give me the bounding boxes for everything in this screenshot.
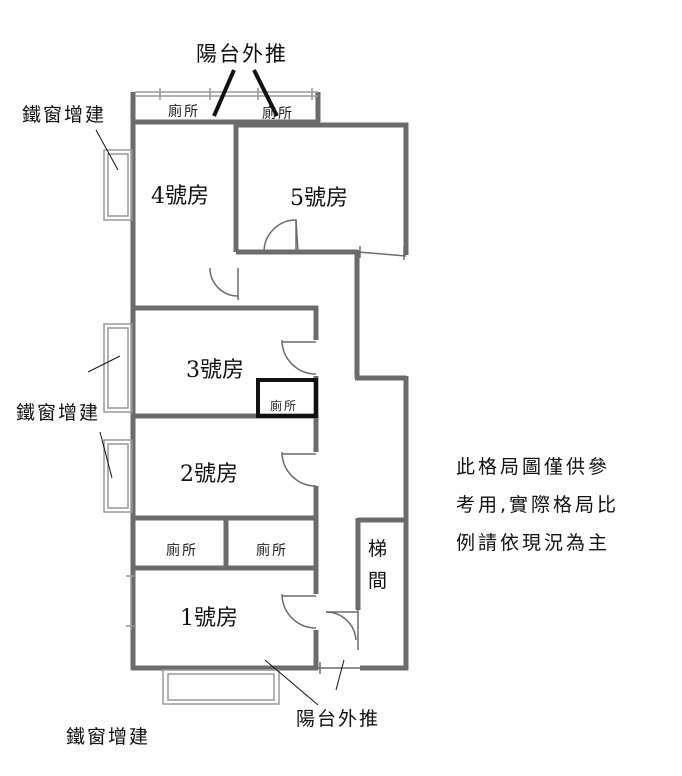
toilet-room3-label: 廁所 <box>270 399 299 413</box>
stairs-label-2: 間 <box>368 570 388 592</box>
toilet-top-left-label: 廁所 <box>168 104 200 120</box>
toilet-middle-right-label: 廁所 <box>256 543 288 559</box>
doors <box>210 220 406 674</box>
balcony-bottom-annotation: 陽台外推 <box>296 708 381 730</box>
disclaimer-note: 此格局圖僅供參 考用,實際格局比 例請依現況為主 <box>456 448 619 562</box>
room-3-label: 3號房 <box>186 358 244 383</box>
iron-window-upper-annotation: 鐵窗增建 <box>22 104 107 126</box>
toilet-middle-left-label: 廁所 <box>166 543 198 559</box>
room3-toilet-wall <box>258 380 316 416</box>
room-5-label: 5號房 <box>290 186 348 211</box>
room-2-label: 2號房 <box>180 462 238 487</box>
leader-lines <box>88 130 344 705</box>
stairs-label-1: 梯 <box>368 538 388 560</box>
iron-window-bottom-annotation: 鐵窗增建 <box>66 726 151 748</box>
room-4-label: 4號房 <box>151 184 209 209</box>
disclaimer-line-1: 此格局圖僅供參 <box>456 456 611 478</box>
room-1-label: 1號房 <box>180 606 238 631</box>
top-toilets <box>133 92 318 122</box>
balcony-top-annotation: 陽台外推 <box>196 42 288 66</box>
toilet-top-right-label: 廁所 <box>262 106 294 122</box>
iron-window-middle-annotation: 鐵窗增建 <box>16 402 101 424</box>
disclaimer-line-3: 例請依現況為主 <box>456 532 611 554</box>
disclaimer-line-2: 考用,實際格局比 <box>456 494 620 516</box>
balcony-arrows <box>214 70 277 116</box>
iron-windows <box>104 150 279 704</box>
